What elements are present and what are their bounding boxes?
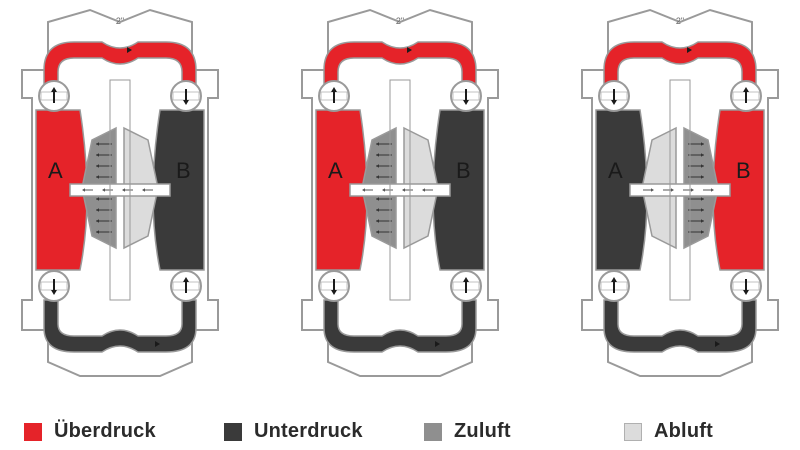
- shaft-arrow-head: [402, 188, 405, 192]
- legend-swatch-unterdruck: [224, 422, 242, 441]
- shaft-arrow-head: [711, 188, 714, 192]
- shaft-arrow-head: [691, 188, 694, 192]
- air-chamber-left-arrow-head: [376, 230, 379, 234]
- air-chamber-right-arrow-head: [701, 219, 704, 223]
- valve-top-left-arrow: [51, 87, 57, 92]
- air-chamber-left-arrow-head: [376, 219, 379, 223]
- chamber-label-b: B: [456, 158, 471, 183]
- air-chamber-right-arrow-head: [701, 208, 704, 212]
- pump-1: 2" A B: [21, 8, 219, 377]
- chamber-label-b: B: [176, 158, 191, 183]
- valve-bottom-right-arrow: [743, 290, 749, 295]
- valve-bottom-right-arrow: [463, 277, 469, 282]
- valve-top-right: [170, 80, 202, 112]
- size-label: 2": [396, 16, 404, 26]
- air-chamber-right-arrow-head: [701, 197, 704, 201]
- diaphragm-shaft: [349, 183, 451, 197]
- air-chamber-left-arrow-head: [376, 153, 379, 157]
- valve-bottom-right: [450, 270, 482, 302]
- valve-bottom-left: [318, 270, 350, 302]
- air-chamber-right-arrow-head: [701, 164, 704, 168]
- valve-top-left: [598, 80, 630, 112]
- air-chamber-left-arrow-head: [96, 142, 99, 146]
- valve-bottom-left-arrow: [331, 290, 337, 295]
- valve-top-right: [450, 80, 482, 112]
- chamber-label-a: A: [48, 158, 63, 183]
- air-chamber-left-arrow-head: [96, 219, 99, 223]
- flow-arrow-top: [127, 47, 132, 53]
- air-chamber-left-arrow-head: [376, 197, 379, 201]
- air-chamber-left-arrow-head: [96, 153, 99, 157]
- air-chamber-left-arrow-head: [376, 175, 379, 179]
- legend-item-unterdruck: Unterdruck: [224, 420, 363, 443]
- legend: Überdruck Unterdruck Zuluft Abluft: [0, 416, 800, 450]
- valve-top-right-arrow: [743, 87, 749, 92]
- legend-label-abluft: Abluft: [654, 420, 713, 442]
- legend-label-unterdruck: Unterdruck: [254, 420, 363, 442]
- flow-arrow-bottom: [435, 341, 440, 347]
- valve-bottom-left-arrow: [611, 277, 617, 282]
- valve-bottom-left-arrow: [51, 290, 57, 295]
- air-chamber-left-arrow-head: [96, 230, 99, 234]
- chamber-label-a: A: [608, 158, 623, 183]
- legend-item-abluft: Abluft: [624, 420, 713, 443]
- valve-top-left: [38, 80, 70, 112]
- chamber-label-b: B: [736, 158, 751, 183]
- flow-arrow-bottom: [715, 341, 720, 347]
- valve-top-left-arrow: [611, 100, 617, 105]
- shaft-arrow-head: [651, 188, 654, 192]
- valve-top-right-arrow: [463, 100, 469, 105]
- valve-bottom-right: [730, 270, 762, 302]
- legend-item-ueberdruck: Überdruck: [24, 420, 156, 443]
- pump-3: 2" A B: [581, 8, 779, 377]
- valve-top-right-arrow: [183, 100, 189, 105]
- air-chamber-right-arrow-head: [701, 175, 704, 179]
- size-label: 2": [676, 16, 684, 26]
- air-chamber-left-arrow-head: [96, 208, 99, 212]
- diaphragm-shaft: [629, 183, 731, 197]
- center-block: [389, 79, 411, 301]
- valve-top-left-arrow: [331, 87, 337, 92]
- valve-top-right: [730, 80, 762, 112]
- shaft-arrow-head: [362, 188, 365, 192]
- valve-bottom-left: [38, 270, 70, 302]
- valve-bottom-left: [598, 270, 630, 302]
- air-chamber-right-arrow-head: [701, 153, 704, 157]
- center-block: [109, 79, 131, 301]
- air-chamber-left-arrow-head: [96, 175, 99, 179]
- air-chamber-left-arrow-head: [376, 142, 379, 146]
- shaft-arrow-head: [82, 188, 85, 192]
- flow-arrow-top: [687, 47, 692, 53]
- air-chamber-left-arrow-head: [376, 208, 379, 212]
- flow-arrow-top: [407, 47, 412, 53]
- legend-swatch-ueberdruck: [24, 422, 42, 441]
- shaft-arrow-head: [422, 188, 425, 192]
- legend-item-zuluft: Zuluft: [424, 420, 511, 443]
- shaft-arrow-head: [142, 188, 145, 192]
- flow-arrow-bottom: [155, 341, 160, 347]
- valve-top-left: [318, 80, 350, 112]
- center-block: [669, 79, 691, 301]
- air-chamber-left-arrow-head: [96, 197, 99, 201]
- legend-swatch-zuluft: [424, 422, 442, 441]
- pump-2: 2" A B: [301, 8, 499, 377]
- valve-bottom-right: [170, 270, 202, 302]
- air-chamber-left-arrow-head: [376, 164, 379, 168]
- shaft-arrow-head: [382, 188, 385, 192]
- shaft-arrow-head: [671, 188, 674, 192]
- legend-label-ueberdruck: Überdruck: [54, 420, 156, 442]
- legend-swatch-abluft: [624, 422, 642, 441]
- air-chamber-right-arrow-head: [701, 142, 704, 146]
- diaphragm-shaft: [69, 183, 171, 197]
- air-chamber-right-arrow-head: [701, 230, 704, 234]
- shaft-arrow-head: [122, 188, 125, 192]
- legend-label-zuluft: Zuluft: [454, 420, 511, 442]
- chamber-label-a: A: [328, 158, 343, 183]
- air-chamber-left-arrow-head: [96, 164, 99, 168]
- size-label: 2": [116, 16, 124, 26]
- valve-bottom-right-arrow: [183, 277, 189, 282]
- shaft-arrow-head: [102, 188, 105, 192]
